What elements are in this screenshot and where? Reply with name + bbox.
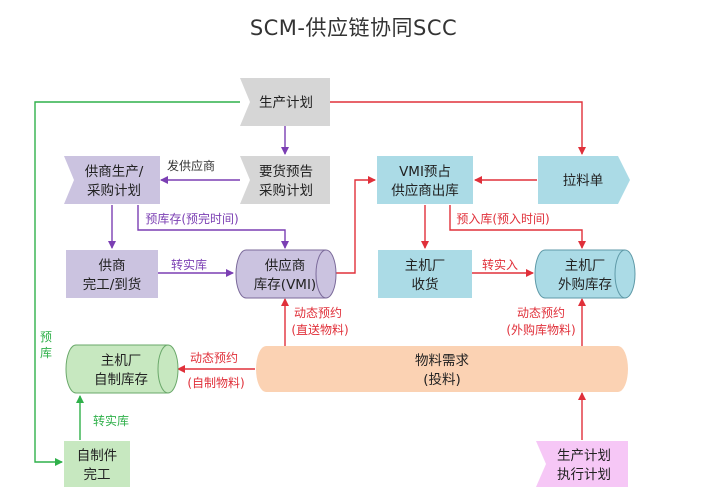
node-vmi-reserve: VMI预占 供应商出库 (377, 156, 473, 204)
label-issue-supplier: 发供应商 (167, 158, 215, 173)
label-pre-stock-short-2: 库 (40, 345, 52, 360)
node-supplier-inventory-vmi: 供应商 库存(VMI) (235, 249, 337, 299)
arrow-plan-to-pull (330, 101, 586, 155)
node-pull-order: 拉料单 (538, 156, 630, 204)
node-oem-receive: 主机厂 收货 (378, 250, 472, 298)
node-oem-receive-line2: 收货 (412, 276, 439, 293)
node-supplier-production: 供商生产/ 采购计划 (64, 156, 160, 204)
node-requisition-forecast-line1: 要货预告 (259, 163, 313, 180)
node-supplier-complete-line1: 供商 (99, 258, 126, 274)
node-production-exec-plan: 生产计划 执行计划 (536, 441, 628, 487)
node-supplier-inventory-line1: 供应商 (265, 257, 306, 274)
node-oem-self-line2: 自制库存 (94, 372, 148, 388)
node-selfmade-complete: 自制件 完工 (64, 441, 130, 487)
label-to-real-stock-1: 转实库 (171, 257, 207, 272)
node-oem-self-inventory: 主机厂 自制库存 (65, 344, 179, 394)
node-supplier-production-line1: 供商生产/ (85, 164, 144, 180)
label-dynamic-reserve-purchased-2: (外购库物料) (506, 322, 575, 337)
label-to-real-stock-2: 转实库 (93, 413, 129, 428)
node-requisition-forecast: 要货预告 采购计划 (240, 156, 330, 204)
node-oem-purchased-line1: 主机厂 (565, 258, 606, 274)
label-to-real-inbound: 转实入 (482, 257, 518, 272)
arrow-supplier-prestock (137, 205, 289, 249)
arrow-vmi-to-reserve (335, 176, 376, 274)
node-requisition-forecast-line2: 采购计划 (259, 183, 313, 199)
node-pull-order-label: 拉料单 (563, 173, 604, 189)
node-oem-receive-line1: 主机厂 (405, 258, 446, 274)
arrow-plan-to-selfmade (34, 101, 240, 466)
diagram-title: SCM-供应链协同SCC (249, 16, 458, 40)
node-material-demand-line1: 物料需求 (415, 353, 469, 369)
node-material-demand: 物料需求 (投料) (256, 346, 628, 392)
label-pre-inbound-time: 预入库(预入时间) (456, 211, 549, 226)
arrow-reserve-preinbound (449, 205, 586, 249)
label-pre-stock-short-1: 预 (40, 330, 52, 344)
label-dynamic-reserve-direct-1: 动态预约 (294, 305, 342, 320)
label-dynamic-reserve-selfmade-2: (自制物料) (187, 376, 244, 390)
node-supplier-production-line2: 采购计划 (87, 183, 141, 199)
node-selfmade-line1: 自制件 (77, 448, 118, 464)
node-exec-plan-line1: 生产计划 (557, 448, 611, 464)
node-selfmade-line2: 完工 (84, 467, 111, 483)
label-dynamic-reserve-purchased-1: 动态预约 (517, 305, 565, 320)
label-pre-stock-time: 预库存(预完时间) (145, 211, 238, 226)
node-material-demand-line2: (投料) (423, 372, 461, 388)
node-oem-purchased-line2: 外购库存 (558, 277, 612, 293)
node-oem-self-line1: 主机厂 (101, 353, 142, 369)
node-supplier-complete: 供商 完工/到货 (66, 250, 158, 298)
label-dynamic-reserve-selfmade-1: 动态预约 (190, 350, 238, 365)
node-vmi-reserve-line2: 供应商出库 (391, 182, 459, 199)
node-vmi-reserve-line1: VMI预占 (399, 164, 451, 180)
node-production-plan-label: 生产计划 (259, 95, 313, 111)
node-production-plan: 生产计划 (240, 78, 330, 126)
node-oem-purchased-inventory: 主机厂 外购库存 (534, 249, 636, 299)
label-dynamic-reserve-direct-2: (直送物料) (291, 322, 348, 337)
node-supplier-complete-line2: 完工/到货 (83, 276, 142, 293)
node-supplier-inventory-line2: 库存(VMI) (254, 277, 316, 293)
node-exec-plan-line2: 执行计划 (557, 467, 611, 483)
